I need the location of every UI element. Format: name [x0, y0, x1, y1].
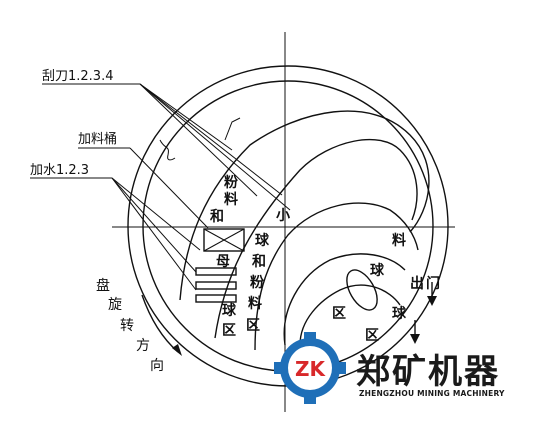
brand-logo-gear-bottom	[304, 396, 316, 404]
scraper-label: 刮刀1.2.3.4	[42, 69, 113, 84]
zone-mother-label: 母	[216, 254, 230, 270]
zone-zone-2-label: 区	[332, 306, 346, 322]
brand-logo-ring-inner	[288, 346, 332, 390]
small-pellet-zone	[346, 269, 378, 311]
zone-ball-powder-char-2: 和	[252, 254, 266, 270]
water-label: 加水1.2.3	[30, 163, 89, 178]
zone-boundary-5	[299, 284, 401, 346]
feed-bucket-label: 加料桶	[78, 132, 117, 147]
zone-ball-powder-char-4: 料	[248, 295, 262, 312]
zone-outlet-label-2: 门	[426, 275, 440, 292]
rotation-char-4: 方	[136, 338, 150, 354]
scraper-line-4	[139, 83, 291, 211]
rotation-char-3: 转	[120, 318, 134, 334]
scraper-line-2	[139, 83, 258, 197]
brand-logo-gear-left	[274, 362, 282, 374]
zone-outlet-label: 出	[410, 275, 424, 292]
scraper-squiggle	[159, 139, 176, 161]
zone-material-label: 料	[392, 232, 406, 249]
zone-powder-char-1: 粉	[224, 174, 238, 191]
feed-bucket-leader	[129, 147, 209, 229]
zone-boundary-2	[214, 138, 418, 339]
zone-powder-char-2: 料	[224, 191, 238, 208]
brand-logo-gear-right	[338, 362, 346, 374]
zone-boundary-3	[254, 202, 419, 351]
zone-boundary-4	[283, 253, 406, 346]
rotation-char-5: 向	[150, 358, 164, 374]
scraper-line-1	[139, 83, 233, 151]
water-leader-2	[111, 177, 197, 273]
rotation-arrow-head	[172, 344, 182, 356]
zone-ball-powder-char-1: 球	[255, 232, 270, 249]
outlet-arrow-head-2	[410, 334, 420, 344]
brand-name-en: ZHENGZHOU MINING MACHINERY	[359, 389, 505, 398]
brand-logo: ZK	[274, 332, 346, 404]
water-leader-3	[111, 177, 197, 291]
zone-small-label: 小	[276, 208, 290, 224]
zone-ball-powder-char-5: 区	[246, 318, 260, 334]
zone-ball-3-label: 球	[392, 305, 407, 322]
zone-ball-char-2: 区	[222, 323, 236, 339]
feed-bucket-box	[203, 228, 245, 252]
feed-bucket-cross-2	[203, 228, 245, 252]
brand-logo-gear-top	[304, 332, 316, 340]
zone-ball-powder-char-3: 粉	[250, 274, 264, 291]
zone-powder-char-3: 和	[210, 209, 224, 225]
zone-ball-2-label: 球	[370, 262, 385, 279]
water-nozzle-1	[195, 267, 237, 276]
scraper-blade	[224, 117, 241, 141]
rotation-char-1: 盘	[96, 277, 110, 294]
water-nozzle-3	[195, 294, 237, 303]
zone-ball-char-1: 球	[222, 302, 237, 319]
brand-name-cn: 郑矿机器	[356, 352, 500, 392]
scraper-line-3	[139, 83, 283, 196]
zone-zone-3-label: 区	[365, 328, 379, 344]
zone-boundary-1	[179, 110, 430, 301]
water-nozzle-2	[195, 281, 237, 290]
rotation-char-2: 旋	[108, 297, 122, 313]
water-leader-1	[111, 177, 201, 251]
brand-logo-letters: ZK	[295, 357, 327, 381]
outlet-arrow-head	[427, 296, 437, 306]
